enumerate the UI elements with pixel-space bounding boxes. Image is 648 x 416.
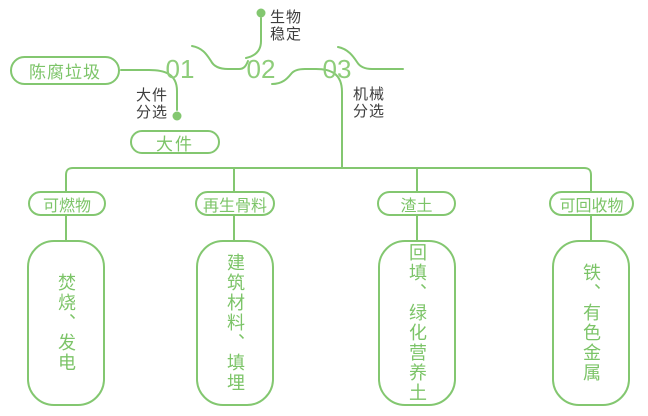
node-source-label: 陈腐垃圾 — [29, 63, 101, 82]
node-result-slag: 回填、绿化营养土 — [378, 240, 456, 406]
node-large-item: 大件 — [130, 130, 220, 154]
label-bio-stabilization-line1: 生物 — [270, 9, 303, 26]
label-large-item-sorting-line1: 大件 — [136, 87, 169, 104]
node-category-aggregate: 再生骨料 — [195, 191, 275, 216]
label-mechanical-sorting-line2: 分选 — [353, 103, 386, 120]
branch-rail — [65, 167, 592, 192]
line-step3-tail — [337, 46, 404, 70]
node-result-aggregate-text: 建筑材料、填埋 — [225, 253, 245, 393]
node-category-combustible: 可燃物 — [28, 191, 106, 216]
label-mechanical-sorting-line1: 机械 — [353, 86, 386, 103]
node-category-slag-label: 渣土 — [400, 197, 433, 215]
label-bio-stabilization-line2: 稳定 — [270, 26, 303, 43]
step-number-01: 01 — [165, 54, 195, 84]
node-category-combustible-label: 可燃物 — [42, 197, 91, 215]
node-category-aggregate-label: 再生骨料 — [202, 197, 267, 215]
node-result-aggregate: 建筑材料、填埋 — [196, 240, 274, 406]
node-category-recyclable: 可回收物 — [549, 191, 634, 216]
step-number-03: 03 — [322, 54, 352, 84]
line-step2-to-step3-drop — [271, 68, 343, 169]
node-source: 陈腐垃圾 — [10, 56, 120, 85]
label-large-item-sorting: 大件 分选 — [136, 87, 168, 121]
node-result-recyclable-text: 铁、有色金属 — [581, 263, 601, 383]
node-result-slag-text: 回填、绿化营养土 — [407, 243, 427, 403]
node-result-recyclable: 铁、有色金属 — [552, 240, 630, 406]
line-step1-to-step2 — [191, 45, 249, 70]
label-mechanical-sorting: 机械 分选 — [353, 86, 385, 120]
node-result-combustible-text: 焚烧、发电 — [56, 273, 76, 373]
label-bio-stabilization: 生物 稳定 — [270, 9, 302, 43]
dot-bio-stabilization — [256, 8, 266, 18]
node-result-combustible: 焚烧、发电 — [27, 240, 105, 406]
step-number-02: 02 — [246, 54, 276, 84]
dot-large-item — [172, 111, 182, 121]
node-category-recyclable-label: 可回收物 — [559, 197, 624, 215]
node-category-slag: 渣土 — [377, 191, 456, 216]
node-large-item-label: 大件 — [156, 134, 194, 154]
line-bio-stem — [245, 17, 262, 59]
line-source-to-step1 — [120, 69, 178, 111]
label-large-item-sorting-line2: 分选 — [136, 104, 169, 121]
